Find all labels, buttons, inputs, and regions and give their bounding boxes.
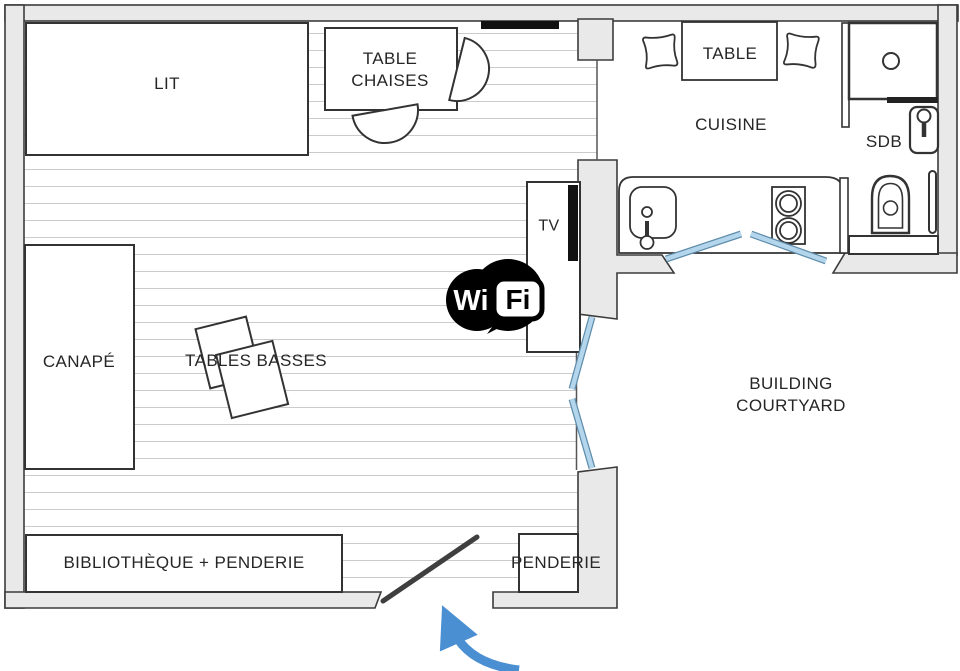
wall-bottom-left: [4, 591, 383, 609]
sofa: [24, 244, 135, 470]
shower-half-wall: [887, 97, 938, 103]
kitchen-chair-left: [642, 33, 679, 70]
wifi-fi-box: [491, 276, 545, 322]
bathroom-faucet-knob: [916, 108, 932, 124]
wifi-fi-text: Fi: [506, 284, 531, 315]
wall-left: [4, 4, 25, 609]
wall-top-protrusion: [577, 18, 614, 61]
burner-top-inner: [779, 194, 798, 213]
window-kitchen-left: [664, 230, 743, 263]
bookshelf-wardrobe: [25, 534, 343, 593]
wall-right: [937, 4, 958, 256]
dining-chair-bottom: [351, 103, 419, 144]
bathroom-divider-wall-lower: [839, 177, 849, 254]
furniture: [24, 22, 581, 593]
dining-table: [324, 27, 458, 111]
kitchen-furniture: [618, 21, 844, 254]
kitchen-sink: [629, 186, 677, 239]
windows: [568, 230, 828, 469]
wardrobe-box: [518, 533, 579, 593]
bed: [25, 22, 309, 156]
radiator-bar: [481, 21, 559, 29]
wall-top: [4, 4, 959, 22]
burner-bottom-inner: [779, 221, 798, 240]
entrance-door: [380, 534, 480, 604]
coffee-table-2: [214, 339, 290, 420]
kitchen-table: [681, 21, 778, 81]
window-kitchen-right: [749, 230, 828, 265]
shower-drain: [882, 52, 900, 70]
bathroom-shelf: [848, 235, 939, 255]
towel-rail: [928, 170, 937, 234]
sink-drain: [641, 206, 653, 218]
window-courtyard-top: [568, 316, 596, 390]
wall-mid-block: [577, 159, 676, 320]
entrance-arrow: [439, 605, 520, 671]
bathroom-fixtures: [839, 21, 940, 255]
wifi-icon: Wi Fi: [446, 259, 545, 334]
dining-chair-right: [448, 36, 490, 102]
tv-screen: [568, 185, 578, 261]
sink-faucet-knob: [639, 235, 655, 250]
toilet-button: [882, 200, 899, 216]
wifi-wi-text: Wi: [453, 285, 488, 317]
window-courtyard-bottom: [568, 398, 596, 469]
kitchen-chair-right: [783, 32, 820, 69]
wall-kitchen-bottom: [831, 252, 958, 274]
